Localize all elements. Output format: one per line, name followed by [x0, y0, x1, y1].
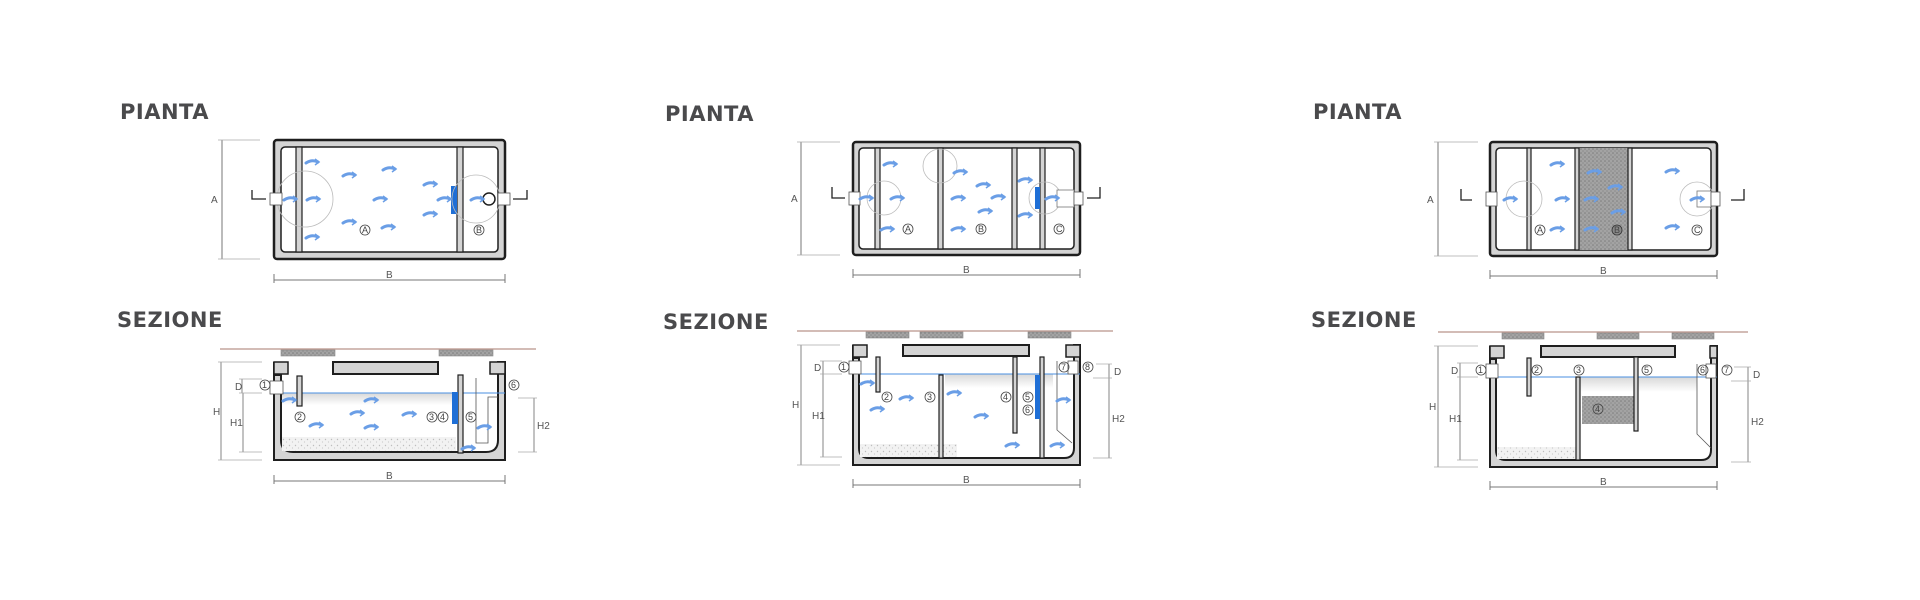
svg-text:1: 1 — [841, 362, 846, 372]
svg-text:7: 7 — [1061, 362, 1066, 372]
plan-title-1: PIANTA — [120, 100, 209, 124]
svg-text:H2: H2 — [1751, 417, 1764, 428]
section-title-1: SEZIONE — [117, 308, 223, 332]
section-markers-2: 1 2 3 4 5 6 7 8 — [838, 361, 1094, 416]
svg-text:B: B — [1614, 225, 1620, 235]
svg-text:1: 1 — [262, 380, 267, 390]
svg-text:6: 6 — [1025, 405, 1030, 415]
svg-text:A: A — [1427, 195, 1434, 206]
svg-text:2: 2 — [884, 392, 889, 402]
section-title-3: SEZIONE — [1311, 308, 1417, 332]
section-drawing-2: 1 2 3 4 5 6 7 8 H D H1 D H2 B — [792, 330, 1125, 488]
svg-text:4: 4 — [1595, 404, 1600, 414]
svg-text:2: 2 — [1534, 365, 1539, 375]
section-title-2: SEZIONE — [663, 310, 769, 334]
svg-text:B: B — [386, 471, 393, 482]
svg-text:D: D — [814, 363, 821, 374]
svg-text:C: C — [1694, 225, 1701, 235]
section-markers-1: 1 2 3 4 5 6 — [259, 379, 520, 423]
svg-text:D: D — [1753, 370, 1760, 381]
plan-drawing-1: A A B B — [211, 138, 528, 283]
dim-a: A — [211, 195, 218, 206]
svg-text:B: B — [1600, 477, 1607, 488]
svg-text:H1: H1 — [812, 411, 825, 422]
svg-text:D: D — [1451, 366, 1458, 377]
svg-text:6: 6 — [511, 380, 516, 390]
svg-text:D: D — [235, 382, 242, 393]
plan-title-2: PIANTA — [665, 102, 754, 126]
svg-text:B: B — [978, 224, 984, 234]
svg-text:6: 6 — [1700, 365, 1705, 375]
svg-text:D: D — [1114, 367, 1121, 378]
plan-drawing-2: A A B C B — [791, 140, 1101, 278]
svg-text:8: 8 — [1085, 362, 1090, 372]
svg-text:5: 5 — [1644, 365, 1649, 375]
svg-text:H2: H2 — [1112, 414, 1125, 425]
svg-text:C: C — [1056, 224, 1063, 234]
plan-drawing-3: A A B C B — [1427, 140, 1745, 279]
svg-text:A: A — [791, 194, 798, 205]
svg-text:A: A — [905, 224, 911, 234]
svg-text:2: 2 — [297, 412, 302, 422]
svg-text:H: H — [213, 407, 220, 418]
compartment-label: A — [362, 225, 368, 235]
svg-text:7: 7 — [1724, 365, 1729, 375]
svg-text:H: H — [1429, 402, 1436, 413]
svg-text:B: B — [1600, 266, 1607, 277]
svg-text:3: 3 — [1576, 365, 1581, 375]
svg-text:1: 1 — [1478, 365, 1483, 375]
section-drawing-1: 1 2 3 4 5 6 H D H1 H2 B — [213, 348, 550, 484]
svg-text:5: 5 — [1025, 392, 1030, 402]
svg-text:B: B — [963, 265, 970, 276]
svg-text:B: B — [963, 475, 970, 486]
svg-text:4: 4 — [1003, 392, 1008, 402]
svg-text:H2: H2 — [537, 421, 550, 432]
svg-text:H: H — [792, 400, 799, 411]
svg-text:4: 4 — [440, 412, 445, 422]
svg-text:H1: H1 — [1449, 414, 1462, 425]
svg-text:A: A — [1537, 225, 1543, 235]
svg-text:3: 3 — [429, 412, 434, 422]
plan-title-3: PIANTA — [1313, 100, 1402, 124]
svg-text:5: 5 — [468, 412, 473, 422]
compartment-label: B — [476, 225, 482, 235]
section-markers-3: 1 2 3 4 5 6 7 — [1475, 364, 1733, 415]
svg-text:H1: H1 — [230, 418, 243, 429]
section-drawing-3: 1 2 3 4 5 6 7 H D H1 D H2 B — [1429, 331, 1764, 490]
svg-text:3: 3 — [927, 392, 932, 402]
dim-b: B — [386, 270, 393, 281]
